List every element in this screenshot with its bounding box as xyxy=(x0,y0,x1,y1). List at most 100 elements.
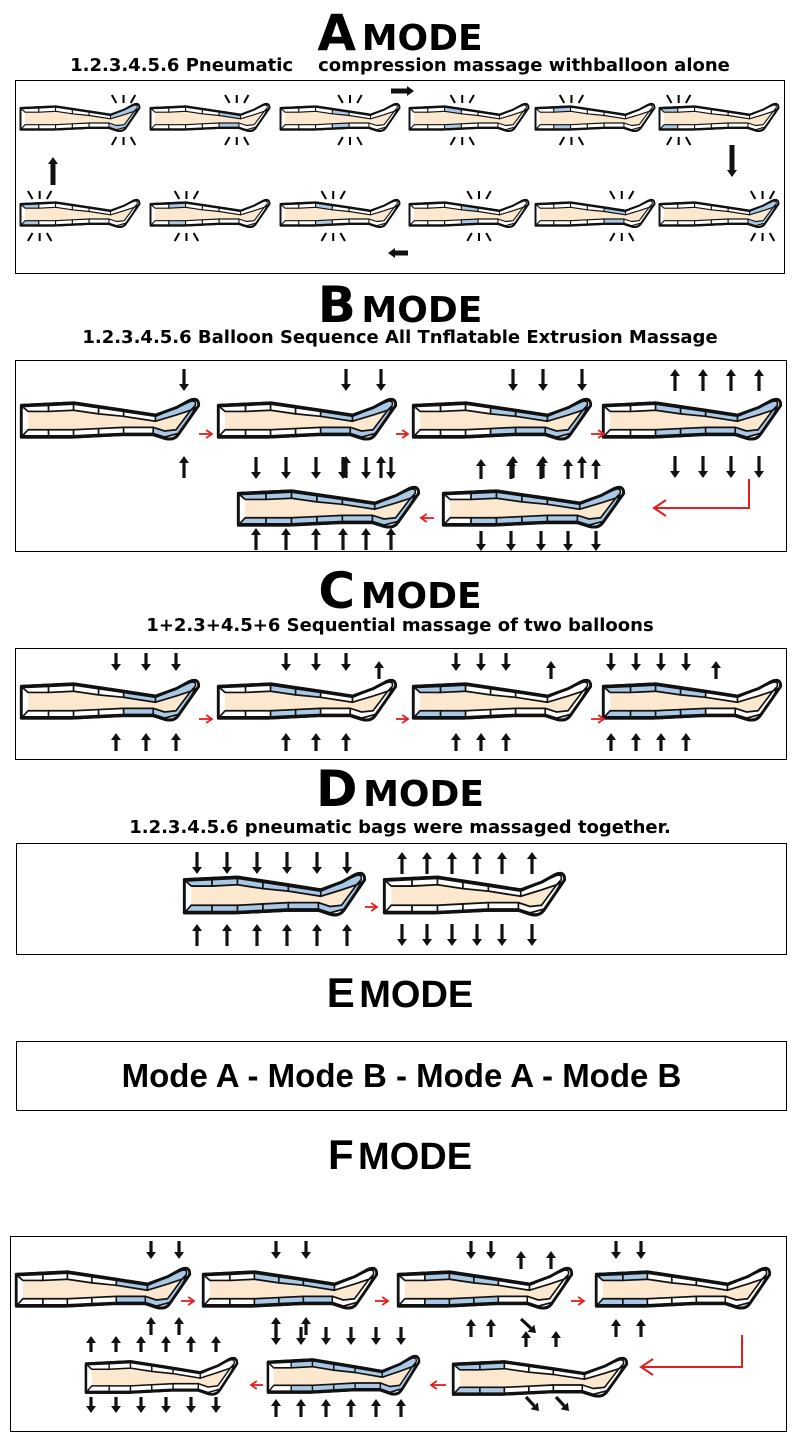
arrow-icon xyxy=(501,653,511,671)
pressure-tick-icon xyxy=(558,94,585,104)
arrow-icon xyxy=(396,1327,406,1345)
arrow-icon xyxy=(670,456,680,478)
mode-a-leg xyxy=(149,198,271,228)
arrow-icon xyxy=(186,1397,196,1413)
arrow-icon xyxy=(48,157,58,185)
mode-b-leg xyxy=(441,485,626,529)
arrow-icon xyxy=(546,1251,556,1269)
arrow-icon xyxy=(451,653,461,671)
arrow-icon xyxy=(312,852,322,874)
arrow-icon xyxy=(346,1327,356,1345)
mode-a-leg xyxy=(534,102,656,132)
arrow-icon xyxy=(386,528,396,550)
arrow-icon xyxy=(376,456,386,478)
mode-d-letter: D xyxy=(316,760,358,818)
arrow-icon xyxy=(451,733,461,751)
arrow-icon xyxy=(577,369,587,391)
mode-b-word: MODE xyxy=(361,290,483,331)
arrow-icon xyxy=(391,86,414,96)
mode-f-diagram xyxy=(14,1241,772,1417)
arrow-icon xyxy=(681,653,691,671)
arrow-icon xyxy=(466,1319,476,1337)
arrow-icon xyxy=(338,528,348,550)
pressure-tick-icon xyxy=(173,232,200,242)
mode-f-leg xyxy=(396,1266,574,1310)
mode-a-panel xyxy=(15,80,785,274)
arrow-icon xyxy=(670,369,680,391)
arrow-icon xyxy=(591,531,601,551)
arrow-icon xyxy=(611,1241,621,1259)
mode-b-diagram xyxy=(19,369,783,551)
mode-c-letter: C xyxy=(318,562,356,620)
pressure-tick-icon xyxy=(609,190,635,200)
arrow-icon xyxy=(386,457,396,479)
arrow-icon xyxy=(527,924,537,946)
flow-arrow-icon xyxy=(365,902,379,912)
arrow-icon xyxy=(346,1399,356,1417)
arrow-icon xyxy=(311,528,321,550)
arrow-icon xyxy=(521,1331,531,1347)
arrow-icon xyxy=(281,653,291,671)
arrow-icon xyxy=(311,733,321,751)
mode-e-panel: Mode A - Mode B - Mode A - Mode B xyxy=(16,1041,787,1111)
mode-c-leg xyxy=(19,678,201,722)
arrow-icon xyxy=(171,653,181,671)
pressure-tick-icon xyxy=(666,94,692,104)
mode-f-title: F MODE xyxy=(0,1131,800,1178)
flow-arrow-icon xyxy=(591,429,606,439)
mode-e-letter: E xyxy=(326,969,355,1016)
arrow-icon xyxy=(251,457,261,479)
mode-a-leg xyxy=(279,102,401,132)
arrow-icon xyxy=(361,528,371,550)
arrow-icon xyxy=(312,924,322,946)
pressure-tick-icon xyxy=(666,136,692,146)
arrow-icon xyxy=(311,653,321,671)
mode-a-letter: A xyxy=(317,4,357,62)
arrow-icon xyxy=(536,531,546,551)
pressure-tick-icon xyxy=(449,94,475,104)
arrow-icon xyxy=(338,457,348,479)
arrow-icon xyxy=(508,369,518,391)
pressure-tick-icon xyxy=(27,232,53,242)
arrow-icon xyxy=(636,1319,646,1337)
arrow-icon xyxy=(563,531,573,551)
arrow-icon xyxy=(726,369,736,391)
mode-c-subtitle: 1+2.3+4.5+6 Sequential massage of two ba… xyxy=(146,615,654,636)
arrow-icon xyxy=(388,248,408,258)
mode-a-leg xyxy=(658,198,780,228)
arrow-icon xyxy=(472,852,482,874)
arrow-icon xyxy=(516,1251,526,1269)
arrow-icon xyxy=(506,459,516,479)
arrow-icon xyxy=(251,528,261,550)
arrow-icon xyxy=(396,1399,406,1417)
flow-return-arrow-icon xyxy=(652,479,750,517)
arrow-icon xyxy=(538,369,548,391)
pressure-tick-icon xyxy=(173,190,200,200)
arrow-icon xyxy=(174,1241,184,1259)
arrow-icon xyxy=(161,1336,171,1352)
mode-c-word: MODE xyxy=(360,576,482,617)
mode-a-title: A MODE xyxy=(0,8,800,58)
mode-b-leg xyxy=(411,397,593,441)
flow-arrow-icon xyxy=(199,429,214,439)
arrow-icon xyxy=(524,1395,539,1411)
arrow-icon xyxy=(111,653,121,671)
mode-d-diagram xyxy=(182,852,567,946)
flow-arrow-icon xyxy=(396,714,410,724)
arrow-icon xyxy=(527,852,537,874)
arrow-icon xyxy=(211,1336,221,1352)
arrow-icon xyxy=(606,653,616,671)
mode-a-leg xyxy=(19,102,141,132)
mode-b-leg xyxy=(19,397,201,441)
arrow-icon xyxy=(281,528,291,550)
flow-arrow-icon xyxy=(375,1296,390,1306)
mode-b-leg xyxy=(601,397,783,441)
mode-f-letter: F xyxy=(327,1131,354,1178)
pressure-tick-icon xyxy=(749,232,776,242)
mode-a-leg xyxy=(408,198,530,228)
pressure-tick-icon xyxy=(110,94,137,104)
arrow-icon xyxy=(371,1399,381,1417)
arrow-icon xyxy=(361,457,371,479)
mode-a-leg xyxy=(19,198,141,228)
arrow-icon xyxy=(472,924,482,946)
